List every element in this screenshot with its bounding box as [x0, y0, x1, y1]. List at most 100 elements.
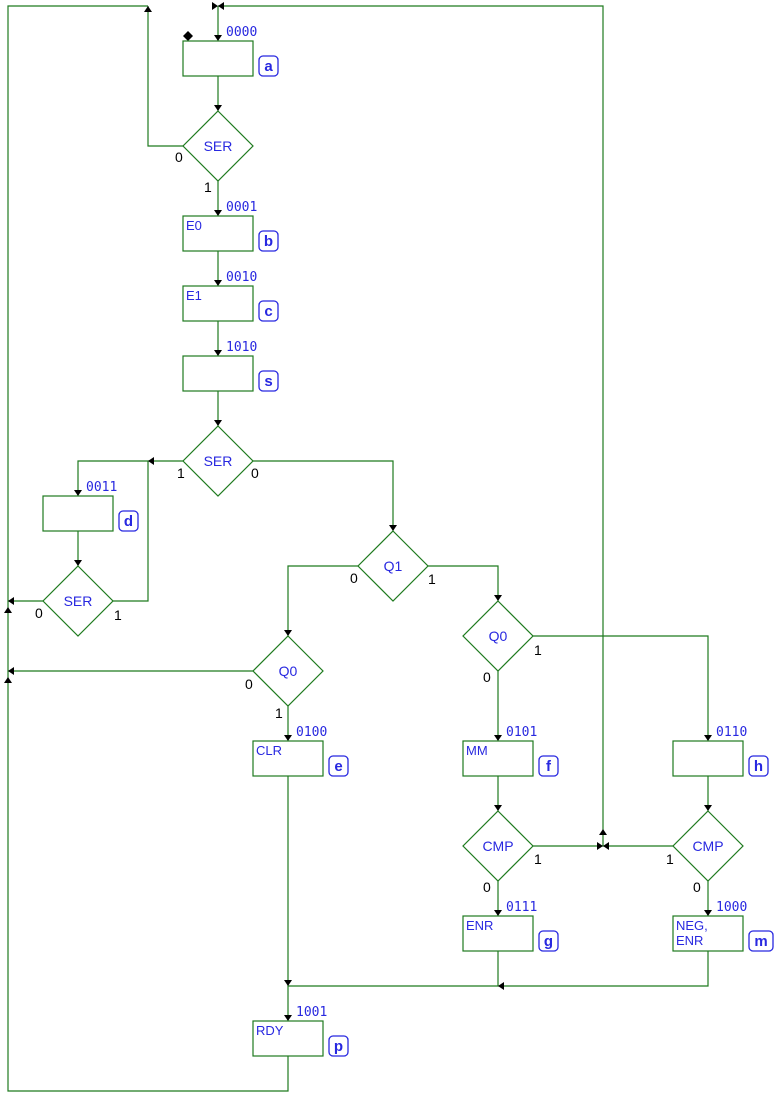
arrow-into-q0l [284, 630, 292, 636]
arrow-into-g [494, 910, 502, 916]
state-tag: s [264, 373, 272, 390]
state-code: 1001 [296, 1005, 327, 1020]
arrow-into-a [214, 35, 222, 41]
decision-label: Q0 [279, 663, 298, 679]
decision-label: SER [204, 138, 233, 154]
arrow-into-q0r [494, 595, 502, 601]
arrow-junction-up [599, 829, 607, 835]
arrow-into-h [704, 735, 712, 741]
state-tag: a [264, 58, 273, 75]
state-code: 1000 [716, 900, 747, 915]
state-tag: e [334, 758, 342, 775]
branch-one-label: 1 [204, 179, 212, 195]
state-code: 0110 [716, 725, 747, 740]
arrow-junction-left [597, 842, 603, 850]
decision-diamonds: SER 0 1 SER 0 1 SER 0 1 Q1 0 1 Q0 [35, 110, 744, 895]
arrow-into-m [704, 910, 712, 916]
arrow-ser2-loop [148, 457, 154, 465]
state-code: 0111 [506, 900, 537, 915]
arrow-into-c [214, 280, 222, 286]
arrow-junction-right [603, 842, 609, 850]
wire-ser1-zero-loop [147, 6, 183, 147]
branch-one-label: 1 [177, 465, 185, 481]
branch-one-label: 1 [275, 705, 283, 721]
arrow-left-bus-up2 [4, 677, 12, 683]
arrow-into-ser1 [214, 105, 222, 111]
state-s: 1010 s [182, 340, 279, 392]
branch-one-label: 1 [534, 642, 542, 658]
decision-ser-1: SER 0 1 [175, 110, 254, 195]
state-tag: p [334, 1038, 343, 1055]
arrow-bus-e [284, 980, 292, 986]
decision-cmp-right: CMP 0 1 [666, 810, 744, 895]
decision-label: Q1 [384, 558, 403, 574]
branch-one-label: 1 [534, 851, 542, 867]
arrow-top-ser1 [144, 6, 152, 12]
branch-zero-label: 0 [175, 149, 183, 165]
arrow-into-p [284, 1015, 292, 1021]
initial-state-marker [183, 31, 193, 41]
state-signal: E1 [186, 288, 202, 303]
arrow-into-b [214, 210, 222, 216]
decision-q0-left: Q0 0 1 [245, 635, 324, 721]
state-tag: h [754, 758, 763, 775]
arrow-left-bus-ser3 [8, 597, 14, 605]
state-code: 1010 [226, 340, 257, 355]
arrow-into-s [214, 350, 222, 356]
branch-zero-label: 0 [350, 570, 358, 586]
branch-zero-label: 0 [245, 676, 253, 692]
decision-ser-3: SER 0 1 [35, 565, 122, 637]
arrow-bus-g [498, 982, 504, 990]
arrow-into-ser3 [74, 560, 82, 566]
state-h: 0110 h [672, 725, 769, 777]
state-f: 0101 MM f [462, 725, 559, 777]
state-code: 0000 [226, 25, 257, 40]
state-m: 1000 NEG, ENR m [672, 900, 774, 952]
branch-zero-label: 0 [483, 669, 491, 685]
arrowheads [4, 2, 712, 1021]
wire-junction-to-top [218, 5, 604, 846]
state-signal: ENR [466, 918, 493, 933]
state-code: 0010 [226, 270, 257, 285]
arrow-left-bus-q0 [8, 667, 14, 675]
state-b: 0001 E0 b [182, 200, 279, 252]
state-d: 0011 d [42, 480, 139, 532]
wire-q1-zero [287, 565, 358, 636]
decision-label: CMP [482, 838, 513, 854]
wire-q1-one [428, 565, 499, 601]
state-code: 0100 [296, 725, 327, 740]
decision-label: SER [64, 593, 93, 609]
state-c: 0010 E1 c [182, 270, 279, 322]
state-signal: ENR [676, 933, 703, 948]
arrow-into-f [494, 735, 502, 741]
state-e: 0100 CLR e [252, 725, 349, 777]
state-tag: b [264, 233, 273, 250]
state-a: 0000 a [182, 25, 279, 77]
arrow-top-right [218, 2, 224, 10]
decision-ser-2: SER 0 1 [177, 425, 259, 497]
wire-p-return [7, 5, 289, 1092]
state-g: 0111 ENR g [462, 900, 559, 952]
decision-label: Q0 [489, 628, 508, 644]
branch-zero-label: 0 [693, 879, 701, 895]
branch-one-label: 1 [114, 607, 122, 623]
arrow-top-loop [212, 2, 218, 10]
branch-zero-label: 0 [35, 605, 43, 621]
state-tag: m [754, 933, 767, 950]
state-code: 0011 [86, 480, 117, 495]
state-code: 0001 [226, 200, 257, 215]
state-tag: c [264, 303, 272, 320]
arrow-into-q1 [389, 525, 397, 531]
arrow-left-bus-up1 [4, 607, 12, 613]
state-tag: d [124, 513, 133, 530]
arrow-into-cmph [704, 805, 712, 811]
branch-one-label: 1 [666, 851, 674, 867]
branch-zero-label: 0 [251, 465, 259, 481]
branch-zero-label: 0 [483, 879, 491, 895]
decision-label: SER [204, 453, 233, 469]
state-signal: MM [466, 743, 488, 758]
state-signal: RDY [256, 1023, 284, 1038]
arrow-into-cmpf [494, 805, 502, 811]
decision-cmp-left: CMP 0 1 [462, 810, 542, 895]
